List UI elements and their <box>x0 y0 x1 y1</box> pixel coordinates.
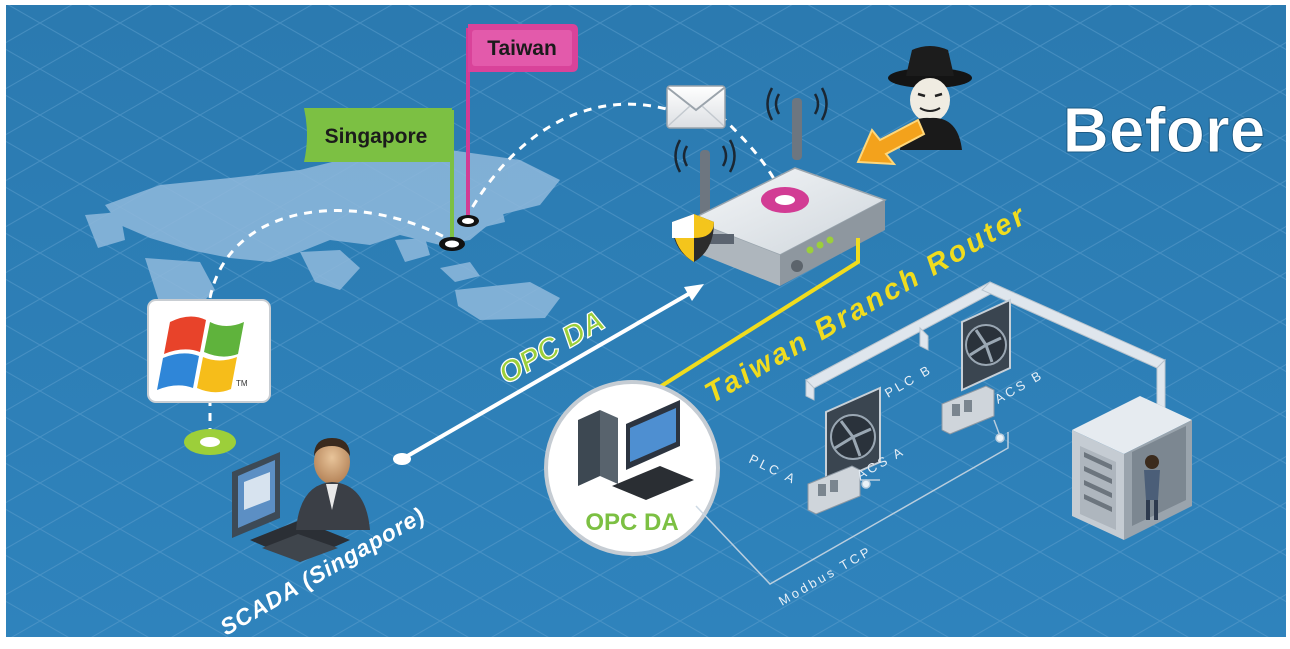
attack-arrow <box>856 118 926 166</box>
windows-trademark: TM <box>236 379 248 388</box>
shield-icon <box>672 214 714 262</box>
location-marker-taiwan <box>457 215 479 227</box>
scada-workstation-icon <box>232 438 370 562</box>
opc-server-node: OPC DA <box>544 380 720 556</box>
flag-taiwan-label: Taiwan <box>487 37 557 60</box>
windows-logo-icon: TM <box>147 299 271 403</box>
router-icon <box>688 98 887 286</box>
wifi-icon <box>674 87 828 173</box>
before-title: Before <box>1063 94 1266 166</box>
world-map <box>85 150 560 320</box>
modbus-network <box>695 419 1009 585</box>
flag-taiwan: Taiwan <box>466 24 578 220</box>
dashed-connections <box>208 102 782 432</box>
server-rack-icon <box>1072 396 1192 540</box>
fan-icon-acs-b <box>961 298 1011 392</box>
flag-singapore: Singapore <box>304 108 454 244</box>
scada-marker <box>184 429 236 455</box>
fan-icon-acs-a <box>825 386 881 488</box>
plc-icon-b <box>941 385 995 435</box>
opc-da-arrow <box>393 284 704 465</box>
ventilation-pipes <box>805 281 1166 409</box>
envelope-icon <box>666 85 726 129</box>
pc-icon <box>578 400 694 500</box>
location-marker-singapore <box>439 237 465 251</box>
plc-icon-a <box>807 465 861 515</box>
flag-singapore-label: Singapore <box>325 125 428 148</box>
opc-server-label: OPC DA <box>585 509 678 536</box>
router-connection <box>653 238 860 392</box>
